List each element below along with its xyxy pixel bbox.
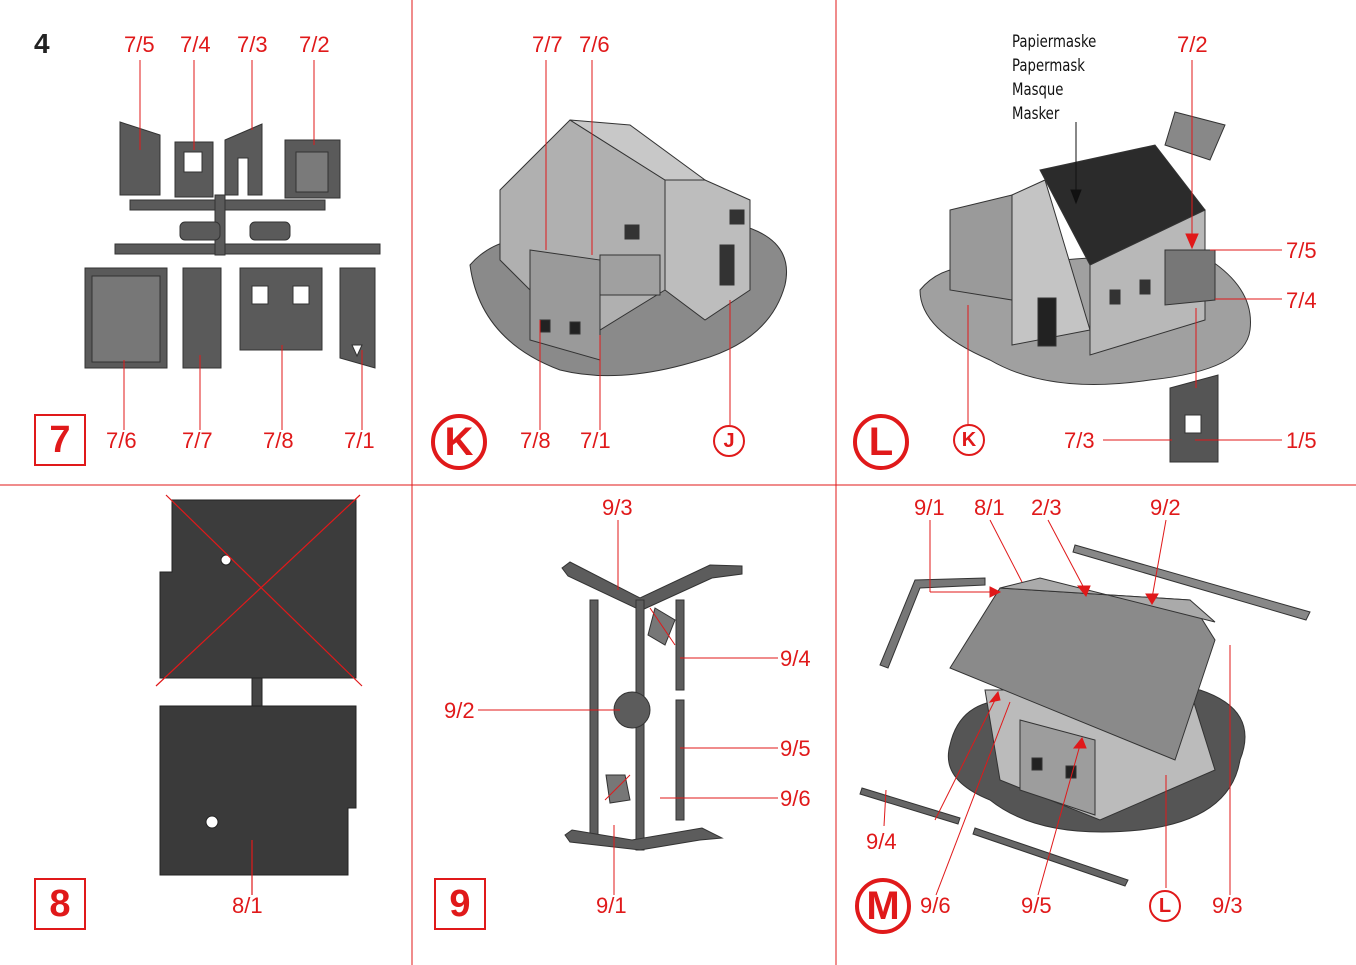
part-label: 7/3	[237, 32, 268, 58]
part-label: 7/6	[106, 428, 137, 454]
part-label: 7/6	[579, 32, 610, 58]
stage-ref-circle: J	[713, 425, 745, 457]
stage-letter-circle: M	[855, 878, 911, 934]
page-number: 4	[34, 28, 50, 60]
part-label: 8/1	[974, 495, 1005, 521]
mask-note-nl: Masker	[1012, 102, 1096, 126]
part-label: 7/2	[299, 32, 330, 58]
house-M-drawing	[860, 545, 1310, 886]
part-label: 7/7	[182, 428, 213, 454]
part-label: 7/4	[1286, 288, 1317, 314]
part-label: 7/5	[1286, 238, 1317, 264]
part-label: 9/1	[914, 495, 945, 521]
stage-letter-circle: K	[431, 414, 487, 470]
step-number-box: 8	[34, 878, 86, 930]
part-label: 9/3	[602, 495, 633, 521]
stage-letter-circle: L	[853, 414, 909, 470]
mask-note-fr: Masque	[1012, 78, 1096, 102]
roof-sheets-8-drawing	[160, 500, 356, 875]
part-label: 7/1	[344, 428, 375, 454]
part-label: 9/5	[1021, 893, 1052, 919]
part-label: 8/1	[232, 893, 263, 919]
part-label: 7/2	[1177, 32, 1208, 58]
part-label: 1/5	[1286, 428, 1317, 454]
step-number-box: 9	[434, 878, 486, 930]
part-label: 9/2	[444, 698, 475, 724]
part-label: 9/5	[780, 736, 811, 762]
paper-mask-note: Papiermaske Papermask Masque Masker	[1012, 30, 1096, 126]
house-L-drawing	[920, 112, 1251, 462]
house-K-drawing	[470, 120, 787, 376]
part-label: 2/3	[1031, 495, 1062, 521]
mask-note-de: Papiermaske	[1012, 30, 1096, 54]
part-label: 7/3	[1064, 428, 1095, 454]
part-label: 7/8	[263, 428, 294, 454]
part-label: 9/6	[920, 893, 951, 919]
part-label: 9/2	[1150, 495, 1181, 521]
part-label: 9/4	[866, 829, 897, 855]
step-number-box: 7	[34, 414, 86, 466]
sprue-9-drawing	[562, 562, 742, 850]
stage-ref-circle: K	[953, 424, 985, 456]
stage-ref-circle: L	[1149, 890, 1181, 922]
part-label: 9/4	[780, 646, 811, 672]
part-label: 9/1	[596, 893, 627, 919]
part-label: 7/5	[124, 32, 155, 58]
part-label: 9/6	[780, 786, 811, 812]
part-label: 7/1	[580, 428, 611, 454]
part-label: 7/7	[532, 32, 563, 58]
sprue-7-drawing	[85, 122, 380, 368]
part-label: 7/4	[180, 32, 211, 58]
mask-note-en: Papermask	[1012, 54, 1096, 78]
part-label: 9/3	[1212, 893, 1243, 919]
part-label: 7/8	[520, 428, 551, 454]
